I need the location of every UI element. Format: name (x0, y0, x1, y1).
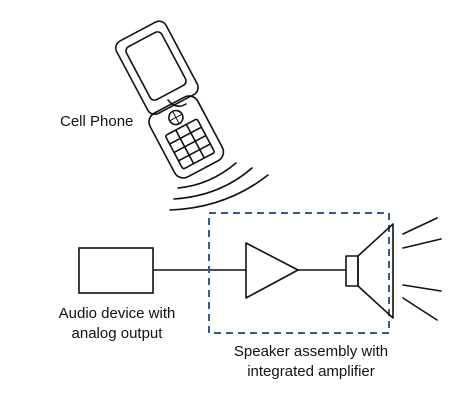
cell-phone-label: Cell Phone (60, 113, 134, 130)
phone-keypad-body (148, 95, 225, 179)
sound-waves-icon (402, 217, 442, 321)
audio-device-box (78, 247, 154, 294)
amplifier-icon (245, 242, 299, 299)
phone-hinge (167, 99, 187, 108)
cell-phone-icon (114, 20, 225, 179)
speaker-assembly-label: Speaker assembly with integrated amplifi… (220, 342, 402, 382)
phone-screen (125, 31, 187, 101)
audio-device-label-line1: Audio device with (58, 305, 176, 322)
audio-device-label-line2: analog output (71, 325, 163, 342)
phone-screen-lid (114, 20, 199, 116)
speaker-assembly-label-line2: integrated amplifier (247, 363, 375, 380)
wireless-signal-icon (169, 162, 269, 211)
speaker-icon (345, 223, 394, 319)
speaker-assembly-label-line1: Speaker assembly with (233, 343, 389, 360)
audio-device-label: Audio device with analog output (38, 304, 196, 344)
speaker-assembly-boundary (208, 212, 390, 334)
